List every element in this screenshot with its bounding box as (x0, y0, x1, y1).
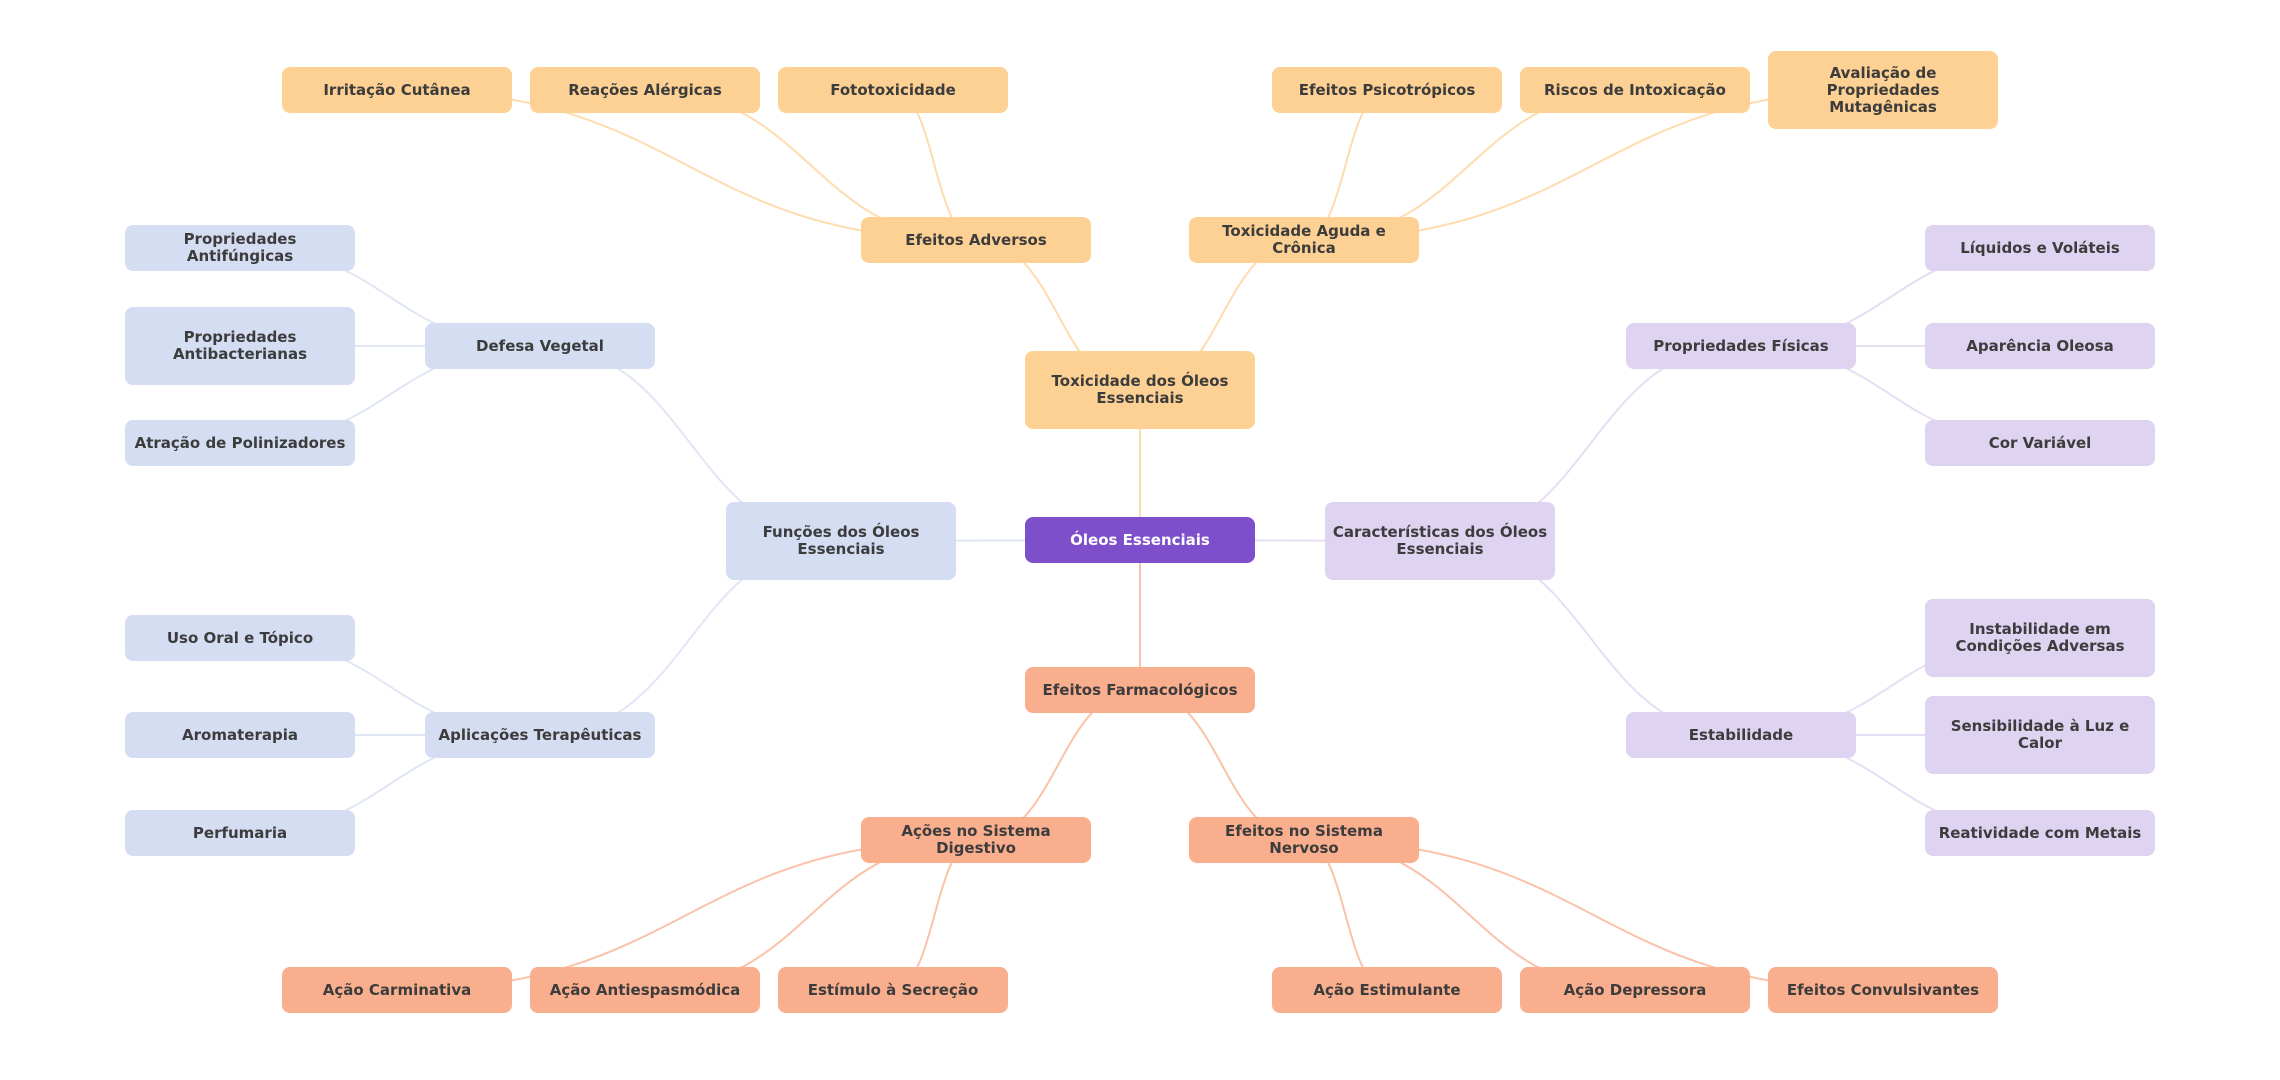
node-label: Aplicações Terapêuticas (438, 725, 642, 744)
node-label: Propriedades Físicas (1653, 336, 1829, 355)
node-sensibilidade[interactable]: Sensibilidade à Luz e Calor (1925, 696, 2155, 774)
node-root[interactable]: Óleos Essenciais (1025, 517, 1255, 563)
node-label: Toxicidade dos Óleos Essenciais (1051, 372, 1229, 407)
node-label: Efeitos Adversos (905, 230, 1047, 249)
node-label: Líquidos e Voláteis (1960, 238, 2120, 257)
node-label: Estímulo à Secreção (807, 980, 979, 999)
node-label: Ação Estimulante (1313, 980, 1461, 999)
node-toxicidade[interactable]: Toxicidade dos Óleos Essenciais (1025, 351, 1255, 429)
node-aparencia[interactable]: Aparência Oleosa (1925, 323, 2155, 369)
node-label: Aparência Oleosa (1966, 336, 2114, 355)
node-label: Efeitos Convulsivantes (1786, 980, 1980, 999)
node-label: Cor Variável (1988, 433, 2092, 452)
node-label: Irritação Cutânea (323, 80, 471, 99)
node-digestivo[interactable]: Ações no Sistema Digestivo (861, 817, 1091, 863)
node-label: Atração de Polinizadores (134, 433, 346, 452)
node-label: Ação Antiespasmódica (549, 980, 741, 999)
node-defesa[interactable]: Defesa Vegetal (425, 323, 655, 369)
node-label: Perfumaria (192, 823, 288, 842)
node-farmacologicos[interactable]: Efeitos Farmacológicos (1025, 667, 1255, 713)
node-label: Ação Carminativa (322, 980, 472, 999)
node-funcoes[interactable]: Funções dos Óleos Essenciais (726, 502, 956, 580)
node-intoxicacao[interactable]: Riscos de Intoxicação (1520, 67, 1750, 113)
node-label: Propriedades Antifúngicas (183, 230, 297, 265)
node-label: Efeitos Farmacológicos (1042, 680, 1238, 699)
node-nervoso[interactable]: Efeitos no Sistema Nervoso (1189, 817, 1419, 863)
node-antiespasmodica[interactable]: Ação Antiespasmódica (530, 967, 760, 1013)
node-label: Óleos Essenciais (1070, 530, 1210, 549)
node-label: Defesa Vegetal (476, 336, 604, 355)
node-cor[interactable]: Cor Variável (1925, 420, 2155, 466)
node-polinizadores[interactable]: Atração de Polinizadores (125, 420, 355, 466)
node-efeitos-adversos[interactable]: Efeitos Adversos (861, 217, 1091, 263)
node-label: Toxicidade Aguda e Crônica (1222, 222, 1386, 257)
node-irritacao[interactable]: Irritação Cutânea (282, 67, 512, 113)
node-estimulante[interactable]: Ação Estimulante (1272, 967, 1502, 1013)
node-label: Características dos Óleos Essenciais (1332, 523, 1548, 558)
node-label: Avaliação de Propriedades Mutagênicas (1826, 63, 1940, 116)
node-label: Reações Alérgicas (568, 80, 722, 99)
node-label: Reatividade com Metais (1938, 823, 2142, 842)
node-label: Fototoxicidade (830, 80, 956, 99)
node-reacoes[interactable]: Reações Alérgicas (530, 67, 760, 113)
node-perfumaria[interactable]: Perfumaria (125, 810, 355, 856)
node-caracteristicas[interactable]: Características dos Óleos Essenciais (1325, 502, 1555, 580)
node-convulsivantes[interactable]: Efeitos Convulsivantes (1768, 967, 1998, 1013)
node-label: Efeitos no Sistema Nervoso (1225, 822, 1383, 857)
node-aromaterapia[interactable]: Aromaterapia (125, 712, 355, 758)
node-depressora[interactable]: Ação Depressora (1520, 967, 1750, 1013)
node-antifungicas[interactable]: Propriedades Antifúngicas (125, 225, 355, 271)
node-label: Funções dos Óleos Essenciais (762, 523, 920, 558)
node-label: Ações no Sistema Digestivo (901, 822, 1051, 857)
node-label: Efeitos Psicotrópicos (1298, 80, 1476, 99)
node-label: Ação Depressora (1563, 980, 1707, 999)
node-instabilidade[interactable]: Instabilidade em Condições Adversas (1925, 599, 2155, 677)
node-label: Instabilidade em Condições Adversas (1955, 620, 2125, 655)
node-label: Riscos de Intoxicação (1544, 80, 1726, 99)
node-fototoxicidade[interactable]: Fototoxicidade (778, 67, 1008, 113)
node-aplicacoes[interactable]: Aplicações Terapêuticas (425, 712, 655, 758)
node-psicotropicos[interactable]: Efeitos Psicotrópicos (1272, 67, 1502, 113)
node-label: Sensibilidade à Luz e Calor (1950, 717, 2130, 752)
node-label: Uso Oral e Tópico (166, 628, 314, 647)
node-estabilidade[interactable]: Estabilidade (1626, 712, 1856, 758)
node-reatividade[interactable]: Reatividade com Metais (1925, 810, 2155, 856)
node-uso-oral[interactable]: Uso Oral e Tópico (125, 615, 355, 661)
node-label: Estabilidade (1688, 725, 1794, 744)
node-label: Aromaterapia (182, 725, 298, 744)
node-label: Propriedades Antibacterianas (172, 328, 308, 363)
node-carminativa[interactable]: Ação Carminativa (282, 967, 512, 1013)
node-mutagenicas[interactable]: Avaliação de Propriedades Mutagênicas (1768, 51, 1998, 129)
node-antibacterianas[interactable]: Propriedades Antibacterianas (125, 307, 355, 385)
node-fisicas[interactable]: Propriedades Físicas (1626, 323, 1856, 369)
node-liquidos[interactable]: Líquidos e Voláteis (1925, 225, 2155, 271)
node-secrecao[interactable]: Estímulo à Secreção (778, 967, 1008, 1013)
node-toxicidade-aguda[interactable]: Toxicidade Aguda e Crônica (1189, 217, 1419, 263)
